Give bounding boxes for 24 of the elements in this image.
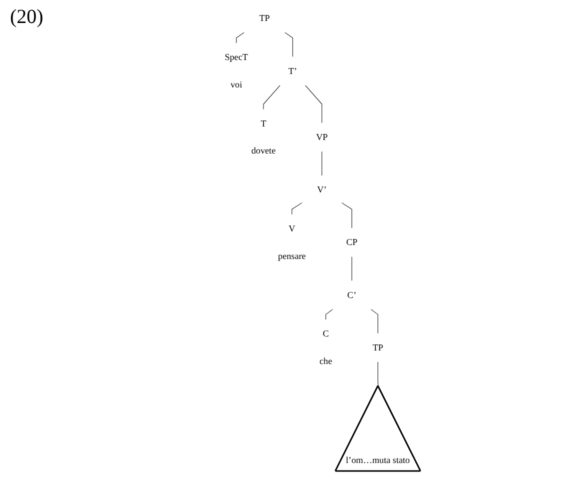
node-text: VP	[316, 132, 328, 142]
node-text: l’om…muta stato	[346, 455, 410, 466]
node-text: V	[288, 223, 296, 234]
node-text: TP	[259, 13, 270, 24]
connector	[236, 32, 244, 44]
node-text: CP	[346, 237, 358, 248]
node-text: T’	[288, 66, 297, 76]
node-label: che	[319, 356, 332, 366]
connector	[326, 309, 333, 320]
connector	[292, 202, 302, 215]
connector	[370, 309, 378, 334]
node-text: V’	[317, 184, 327, 195]
example-number: (20)	[10, 6, 44, 29]
connector	[263, 85, 280, 110]
node-label: pensare	[278, 250, 306, 261]
node-text: TP	[372, 342, 384, 352]
node-text: C	[322, 328, 329, 339]
node-text: C’	[347, 290, 356, 300]
node-text: SpecT	[224, 52, 248, 62]
node-label: dovete	[251, 146, 276, 156]
node-text: T	[260, 118, 266, 128]
node-label: voi	[230, 79, 242, 90]
connector	[305, 85, 322, 124]
connector	[284, 32, 293, 57]
